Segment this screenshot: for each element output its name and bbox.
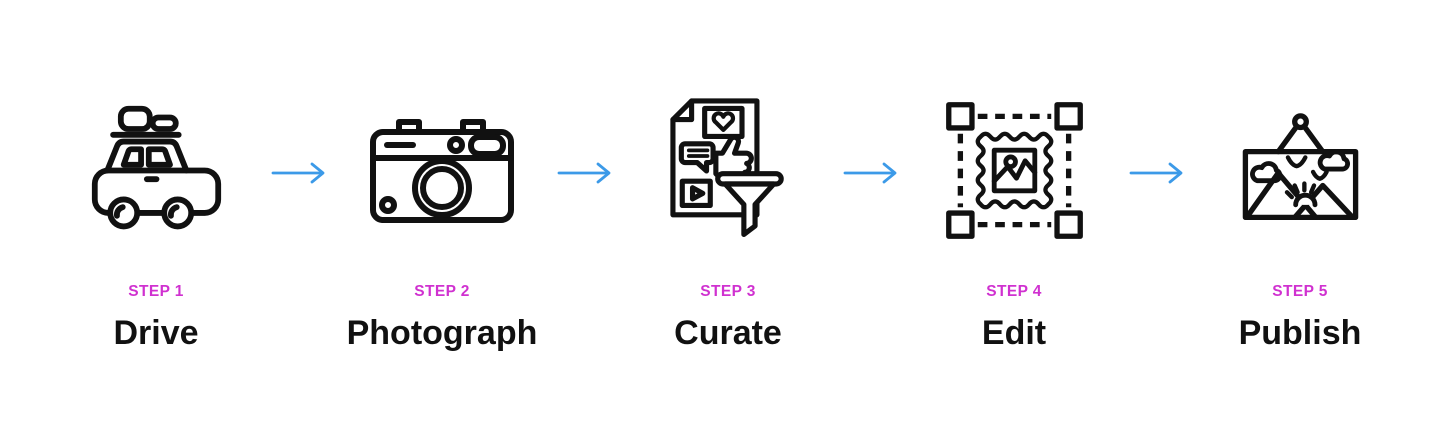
step-edit: STEP 4 Edit [900,90,1128,350]
step-name: Edit [981,313,1047,352]
step-name: Drive [113,313,199,352]
flow-arrow-icon [1129,159,1185,187]
step-name: Photograph [346,313,538,352]
step-name: Curate [674,313,782,352]
step-photograph: STEP 2 Photograph [328,90,556,350]
stamp-selection-icon [942,90,1087,250]
travel-car-icon [89,90,224,250]
flow-arrow-icon [843,159,899,187]
flow-arrow-icon [271,159,327,187]
step-label: STEP 5 [1272,283,1328,300]
step-label: STEP 4 [986,283,1042,300]
camera-icon [367,90,517,250]
content-filter-funnel-icon [658,90,798,250]
step-label: STEP 3 [700,283,756,300]
process-flow-diagram: STEP 1 Drive STEP 2 Photograph [42,0,1414,350]
step-publish: STEP 5 Publish [1186,90,1414,350]
step-curate: STEP 3 Curate [614,90,842,350]
step-drive: STEP 1 Drive [42,90,270,350]
flow-arrow-icon [557,159,613,187]
step-name: Publish [1238,313,1362,352]
step-label: STEP 2 [414,283,470,300]
step-label: STEP 1 [128,283,184,300]
framed-landscape-icon [1228,90,1373,250]
